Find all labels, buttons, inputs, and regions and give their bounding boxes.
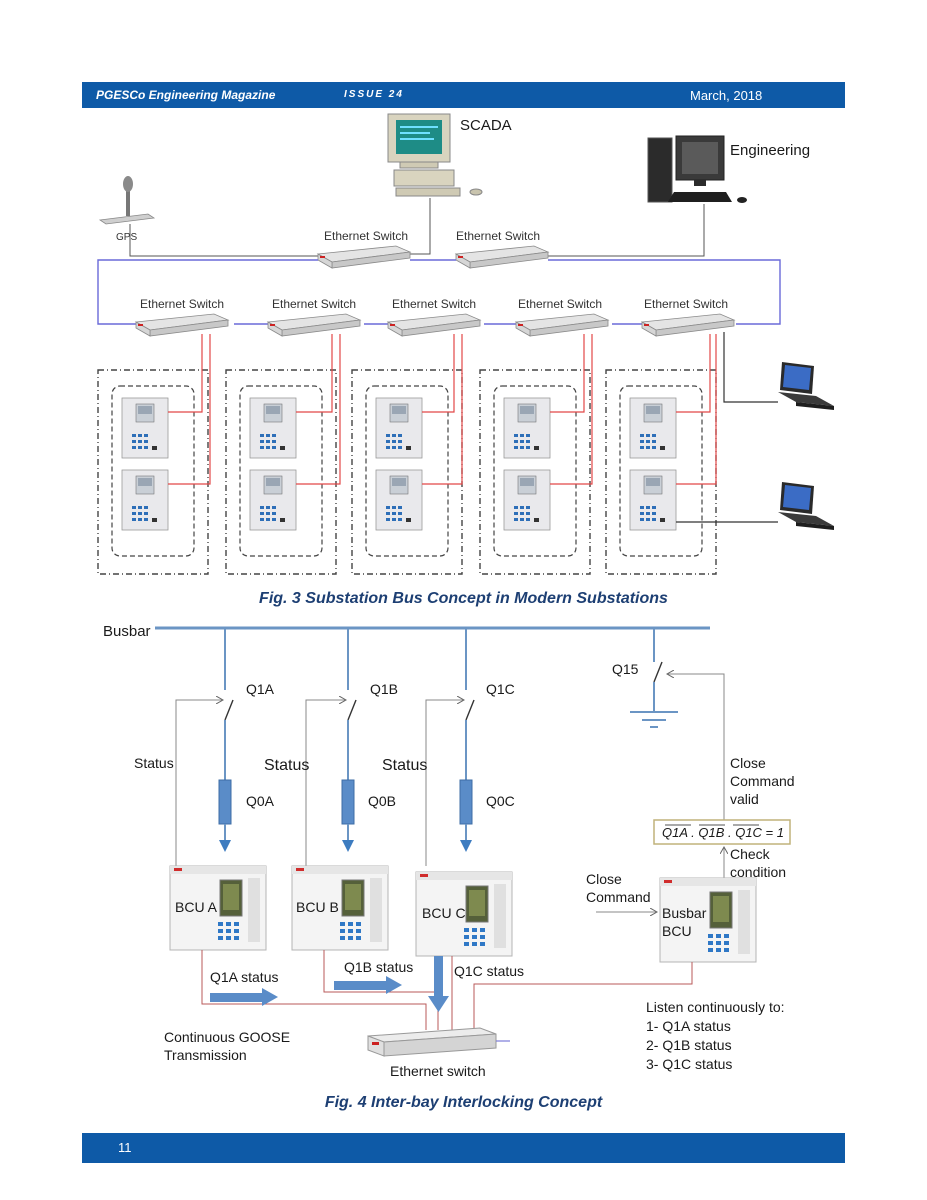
engineering-computer-icon [647, 135, 747, 203]
feeder-c [425, 628, 475, 866]
scada-label: SCADA [460, 117, 512, 134]
engineering-label: Engineering [730, 142, 810, 159]
q15-label: Q15 [612, 661, 639, 677]
feeder-a [175, 628, 234, 866]
status-label: Status [264, 757, 309, 774]
q0a-label: Q0A [246, 793, 275, 809]
feeder-b [305, 628, 357, 866]
busbar-bcu-label: Busbar BCU [662, 905, 710, 939]
bay-ethernet-switch-3 [387, 313, 481, 337]
listen-continuously-list: Listen continuously to: 1- Q1A status 2-… [646, 999, 788, 1072]
ethernet-switch-label: Ethernet switch [390, 1063, 486, 1079]
gps-label: GPS [116, 232, 137, 243]
page-number: 11 [118, 1140, 132, 1155]
page-footer: 11 [82, 1133, 845, 1163]
earth-switch-q15 [630, 628, 725, 820]
busbar-label: Busbar [103, 623, 151, 640]
switch-label: Ethernet Switch [324, 229, 408, 243]
issue-label: ISSUE 24 [344, 89, 404, 100]
close-command-text: Close Command [586, 871, 651, 905]
q1b-status-arrow [334, 976, 402, 994]
q1b-status-label: Q1B status [344, 959, 413, 975]
figure-3-caption: Fig. 3 Substation Bus Concept in Modern … [259, 590, 668, 607]
q1c-label: Q1C [486, 681, 515, 697]
bay-ethernet-switch-5 [641, 313, 735, 337]
substation-bus-diagram: SCADA Engineering GPS Ethernet Switch Et… [96, 108, 842, 576]
page-header: PGESCo Engineering Magazine ISSUE 24 Mar… [82, 82, 845, 108]
top-ethernet-switch-1 [317, 245, 411, 269]
interlock-equation-box [653, 819, 791, 845]
figure-4-caption: Fig. 4 Inter-bay Interlocking Concept [324, 1094, 603, 1111]
status-label: Status [382, 757, 427, 774]
bay-5 [605, 334, 717, 575]
gps-antenna-icon [98, 176, 156, 225]
status-label: Status [134, 755, 174, 771]
bay-1 [97, 334, 211, 575]
bay-4 [479, 334, 593, 575]
q1c-status-arrow [428, 956, 449, 1012]
switch-label: Ethernet Switch [392, 297, 476, 311]
bay-ethernet-switch-1 [135, 313, 229, 337]
switch-label: Ethernet Switch [456, 229, 540, 243]
bcu-c-label: BCU C [422, 905, 466, 921]
goose-transmission-text: Continuous GOOSE Transmission [164, 1029, 294, 1063]
interlock-equation: Q1A . Q1B . Q1C = 1 [662, 825, 784, 840]
switch-label: Ethernet Switch [272, 297, 356, 311]
q1a-status-label: Q1A status [210, 969, 278, 985]
close-command-valid-text: Close Command valid [730, 755, 798, 807]
bay-2 [225, 334, 341, 575]
laptop-icon [778, 362, 834, 410]
switch-label: Ethernet Switch [140, 297, 224, 311]
interlocking-diagram: Busbar Q1A Q1B Q1C Q15 Q [103, 623, 798, 1079]
q1a-label: Q1A [246, 681, 275, 697]
switch-label: Ethernet Switch [518, 297, 602, 311]
q0c-label: Q0C [486, 793, 515, 809]
switch-label: Ethernet Switch [644, 297, 728, 311]
q1a-status-arrow [210, 988, 278, 1006]
ethernet-switch-device [367, 1027, 510, 1057]
bcu-a-label: BCU A [175, 899, 218, 915]
scada-computer-icon [387, 113, 483, 197]
q1b-label: Q1B [370, 681, 398, 697]
bay-3 [351, 334, 463, 575]
q0b-label: Q0B [368, 793, 396, 809]
magazine-title: PGESCo Engineering Magazine [96, 88, 276, 102]
q1c-status-label: Q1C status [454, 963, 524, 979]
bcu-b-label: BCU B [296, 899, 339, 915]
bay-ethernet-switch-4 [515, 313, 609, 337]
laptop-icon [778, 482, 834, 530]
bay-ethernet-switch-2 [267, 313, 361, 337]
check-condition-text: Check condition [730, 846, 786, 880]
top-ethernet-switch-2 [455, 245, 549, 269]
issue-date: March, 2018 [690, 88, 763, 103]
